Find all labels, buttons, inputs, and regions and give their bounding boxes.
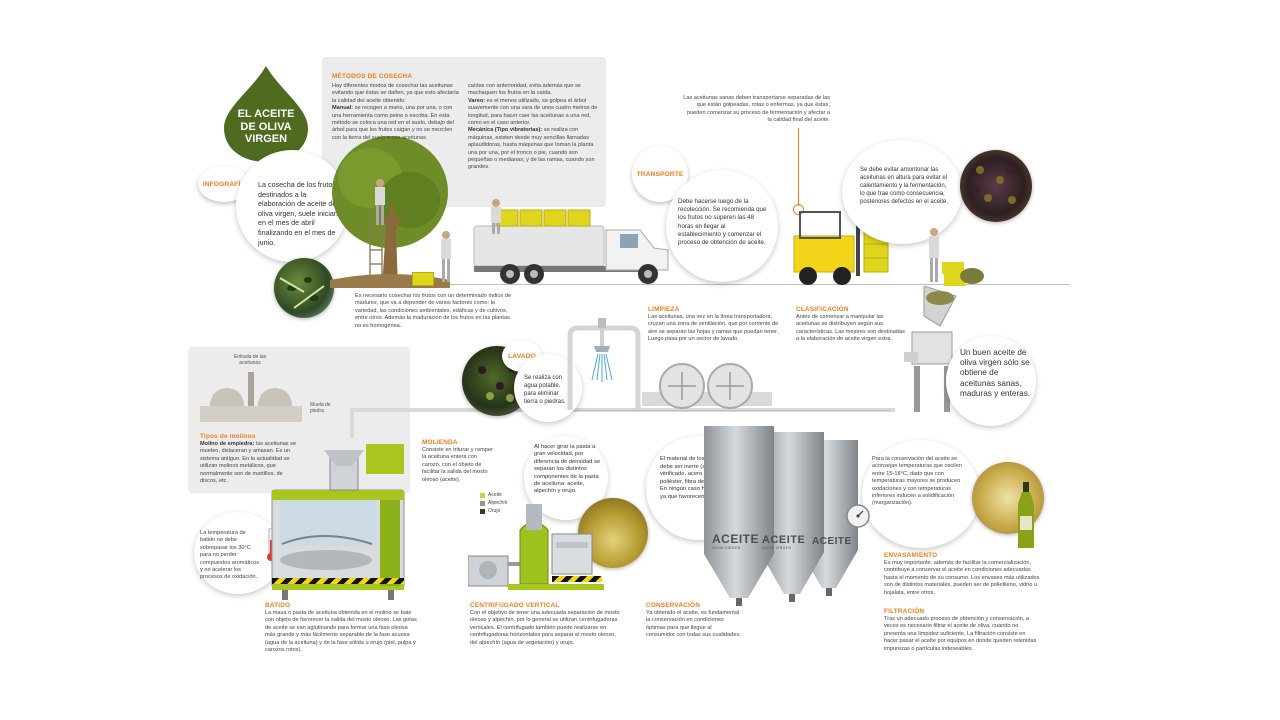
limpieza-heading: LIMPIEZA bbox=[648, 306, 680, 313]
pipe-drop bbox=[350, 408, 354, 438]
olives-pile-photo bbox=[960, 150, 1032, 222]
legend-label: Orujo bbox=[488, 508, 501, 514]
ladder bbox=[368, 210, 386, 282]
tank-label-3: ACEITE bbox=[812, 536, 852, 547]
tank-label-2: ACEITE OLIVA VIRGEN bbox=[762, 534, 806, 550]
transport-truck bbox=[468, 200, 678, 290]
legend-swatch-aceite bbox=[480, 492, 485, 498]
ground-line-top bbox=[325, 284, 1070, 285]
centrifugado-heading: CENTRIFUGADO VERTICAL bbox=[470, 602, 560, 609]
conservacion-heading: CONSERVACIÓN bbox=[646, 602, 701, 609]
storage-tanks bbox=[690, 426, 870, 606]
limpieza-text: Las aceitunas, una vez en la línea trans… bbox=[648, 314, 779, 343]
worker-ground-1 bbox=[438, 230, 454, 284]
temp-bubble bbox=[862, 440, 980, 548]
malaxer-hazard bbox=[272, 578, 404, 584]
lavado-text: Se realiza con agua potable, para elimin… bbox=[524, 375, 566, 405]
legend-item: Aceite bbox=[480, 491, 524, 499]
worker-truck bbox=[488, 198, 504, 234]
molinos-text: Molino de empiedra: las aceitunas se mue… bbox=[200, 441, 297, 485]
molinos-heading: Tipos de molinos bbox=[200, 433, 256, 440]
conservacion-text: Ya obtenido el aceite, es fundamental la… bbox=[646, 610, 741, 639]
transporte-bubble bbox=[666, 170, 778, 282]
legend-item: Alpechín bbox=[480, 499, 524, 507]
batido-text: La masa o pasta de aceituna obtenida en … bbox=[265, 610, 417, 654]
ground-line-mid bbox=[560, 410, 890, 411]
label-muela: Muela de piedra bbox=[310, 402, 331, 414]
intro-text: La cosecha de los frutos destinados a la… bbox=[258, 180, 344, 247]
temperatura-bubble bbox=[194, 512, 282, 594]
temp-text: Para la conservación del aceite se acons… bbox=[872, 456, 962, 507]
molienda-heading: MOLIENDA bbox=[422, 439, 458, 446]
envasamiento-text: Es muy importante, además de facilitar l… bbox=[884, 560, 1040, 596]
envasamiento-heading: ENVASAMIENTO bbox=[884, 552, 938, 559]
legend-swatch-alpechin bbox=[480, 500, 485, 506]
worker-on-ladder bbox=[372, 178, 388, 228]
malaxer-machine bbox=[262, 440, 412, 600]
transporte-note: Las aceitunas sanas deben transportarse … bbox=[683, 95, 830, 124]
legend-item: Orujo bbox=[480, 507, 524, 515]
legend-label: Alpechín bbox=[488, 500, 508, 506]
centrifuge-hazard bbox=[552, 576, 602, 582]
centrifugado-text: Con el objetivo de tener una adecuada se… bbox=[470, 610, 620, 646]
buen-aceite-bubble bbox=[946, 336, 1036, 426]
metodos-col1: Hay diferentes modos de cosechar las ace… bbox=[332, 83, 459, 141]
label-entrada: Entrada de las aceitunas bbox=[233, 354, 267, 366]
filtracion-heading: FILTRACIÓN bbox=[884, 608, 925, 615]
page-title: EL ACEITE DE OLIVA VIRGEN bbox=[237, 108, 295, 145]
title-leaf bbox=[222, 64, 310, 164]
metodos-col2: caídas con anterioridad, evita además qu… bbox=[468, 83, 598, 171]
legend: Aceite Alpechín Orujo bbox=[480, 491, 524, 515]
clasificacion-text: Antes de comenzar a manipular las aceitu… bbox=[796, 314, 905, 343]
material-text: El material de los depósitos debe ser in… bbox=[660, 456, 739, 500]
tank-sublabel: OLIVA VIRGEN bbox=[762, 546, 792, 550]
olive-branch-photo bbox=[274, 258, 334, 318]
amontonar-text: Se debe evitar amontonar las aceitunas e… bbox=[860, 167, 949, 205]
centrifuge-machine bbox=[467, 494, 604, 596]
olive-tree bbox=[330, 130, 450, 288]
centrifugado-bubble-text: Al hacer girar la pasta a gran velocidad… bbox=[534, 444, 601, 495]
tank-label-1: ACEITE OLIVA VIRGEN bbox=[712, 532, 760, 550]
mill-stone-diagram bbox=[200, 372, 302, 422]
legend-label: Aceite bbox=[488, 492, 502, 498]
ventilation-machine bbox=[642, 356, 772, 410]
intro-bubble bbox=[236, 150, 348, 262]
note-leader bbox=[798, 128, 799, 206]
wash-pipes bbox=[566, 316, 646, 410]
madurez-text: Es necesario cosechar los frutos con un … bbox=[355, 293, 512, 329]
worker-pouring bbox=[924, 226, 984, 286]
molienda-text: Consiste en triturar y romper la aceitun… bbox=[422, 447, 493, 483]
amontonar-bubble bbox=[842, 140, 962, 244]
crate-ground bbox=[412, 272, 434, 286]
filtracion-text: Tras un adecuado proceso de obtención y … bbox=[884, 616, 1037, 652]
transporte-text: Debe hacerse luego de la recolección. Se… bbox=[678, 198, 767, 247]
clasificacion-heading: CLASIFICACIÓN bbox=[796, 306, 849, 313]
temperatura-text: La temperatura de batido no debe sobrepa… bbox=[200, 530, 260, 581]
batido-heading: BATIDO bbox=[265, 602, 291, 609]
note-leader-dot bbox=[793, 204, 804, 215]
buen-aceite-text: Un buen aceite de oliva virgen sólo se o… bbox=[960, 348, 1031, 398]
gauge-icon bbox=[846, 504, 870, 528]
oil-bottle bbox=[1014, 482, 1038, 550]
metodos-heading: MÉTODOS DE COSECHA bbox=[332, 73, 413, 80]
legend-swatch-orujo bbox=[480, 508, 485, 514]
tank-sublabel: OLIVA VIRGEN bbox=[712, 546, 741, 550]
